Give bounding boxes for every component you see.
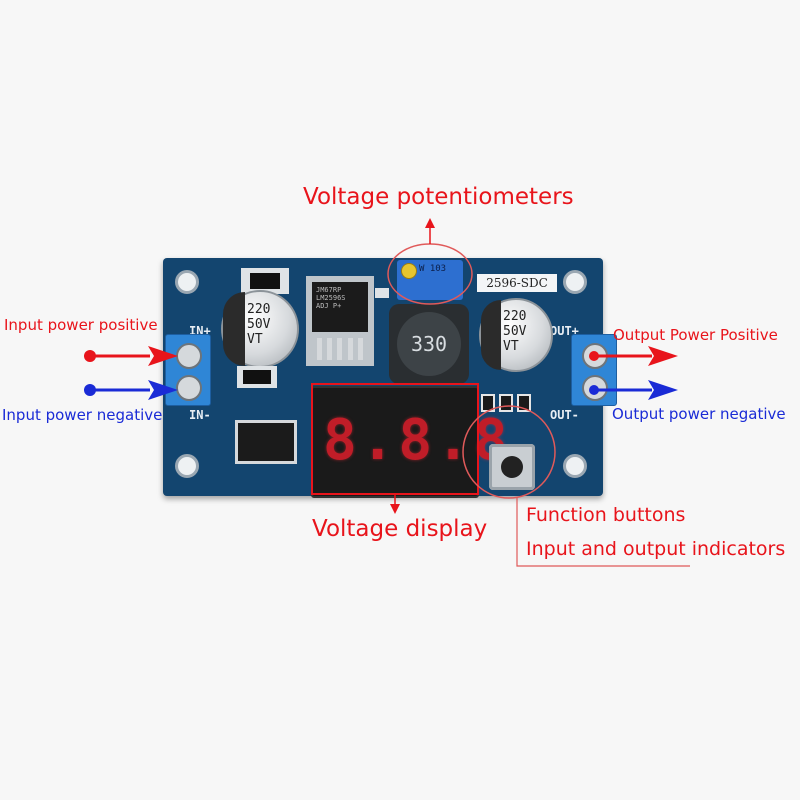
trimmer-potentiometer[interactable]: W 103	[397, 260, 463, 300]
regulator-line-1: JM67RP	[316, 286, 342, 294]
trimmer-screw-icon[interactable]	[401, 263, 417, 279]
input-negative-screw-icon[interactable]	[176, 375, 202, 401]
input-terminal-block	[165, 334, 211, 406]
capacitor-rating-value: 220	[503, 309, 527, 324]
button-highlight-icon	[462, 405, 690, 567]
output-capacitor: 220 50V VT	[479, 298, 553, 372]
voltage-potentiometers-label: Voltage potentiometers	[303, 184, 574, 210]
model-label: 2596-SDC	[477, 274, 557, 292]
smd-component	[235, 420, 297, 464]
input-capacitor: 220 50V VT	[221, 290, 299, 368]
mounting-hole	[563, 454, 587, 478]
output-power-negative-label: Output power negative	[612, 405, 786, 423]
capacitor-rating-voltage: 50V	[503, 324, 527, 339]
regulator-line-2: LM2596S	[316, 294, 346, 302]
inductor-code: 330	[410, 332, 448, 356]
smd-component	[237, 366, 277, 388]
output-power-positive-label: Output Power Positive	[613, 326, 778, 344]
io-indicator-leds	[481, 394, 537, 422]
input-negative-arrow-icon	[84, 380, 178, 400]
inductor: 330	[389, 304, 469, 384]
potentiometer-highlight-icon	[387, 218, 473, 305]
capacitor-rating-series: VT	[247, 332, 263, 347]
mounting-hole	[563, 270, 587, 294]
function-buttons-label: Function buttons	[526, 504, 686, 526]
input-positive-arrow-icon	[84, 346, 178, 366]
input-power-positive-label: Input power positive	[4, 316, 158, 334]
in-minus-label: IN-	[189, 408, 211, 422]
capacitor-rating-voltage: 50V	[247, 317, 271, 332]
smd-component	[375, 288, 389, 298]
capacitor-rating-series: VT	[503, 339, 519, 354]
function-button[interactable]	[489, 444, 535, 490]
output-negative-arrow-icon	[589, 380, 678, 400]
output-positive-arrow-icon	[589, 346, 678, 366]
pcb-board: IN+ IN- OUT+ OUT- 2596-SDC JM67RP LM2596…	[163, 258, 603, 498]
mounting-hole	[175, 454, 199, 478]
smd-diode	[241, 268, 289, 294]
mounting-hole	[175, 270, 199, 294]
trimpot-marking: W 103	[419, 264, 447, 274]
out-minus-label: OUT-	[550, 408, 579, 422]
regulator-line-3: ADJ P+	[316, 302, 342, 310]
voltage-display-label: Voltage display	[312, 516, 488, 542]
display-highlight-icon	[311, 383, 479, 514]
capacitor-rating-value: 220	[247, 302, 271, 317]
regulator-ic: JM67RP LM2596S ADJ P+	[306, 276, 374, 366]
input-power-negative-label: Input power negative	[2, 406, 163, 424]
input-output-indicators-label: Input and output indicators	[526, 538, 786, 560]
